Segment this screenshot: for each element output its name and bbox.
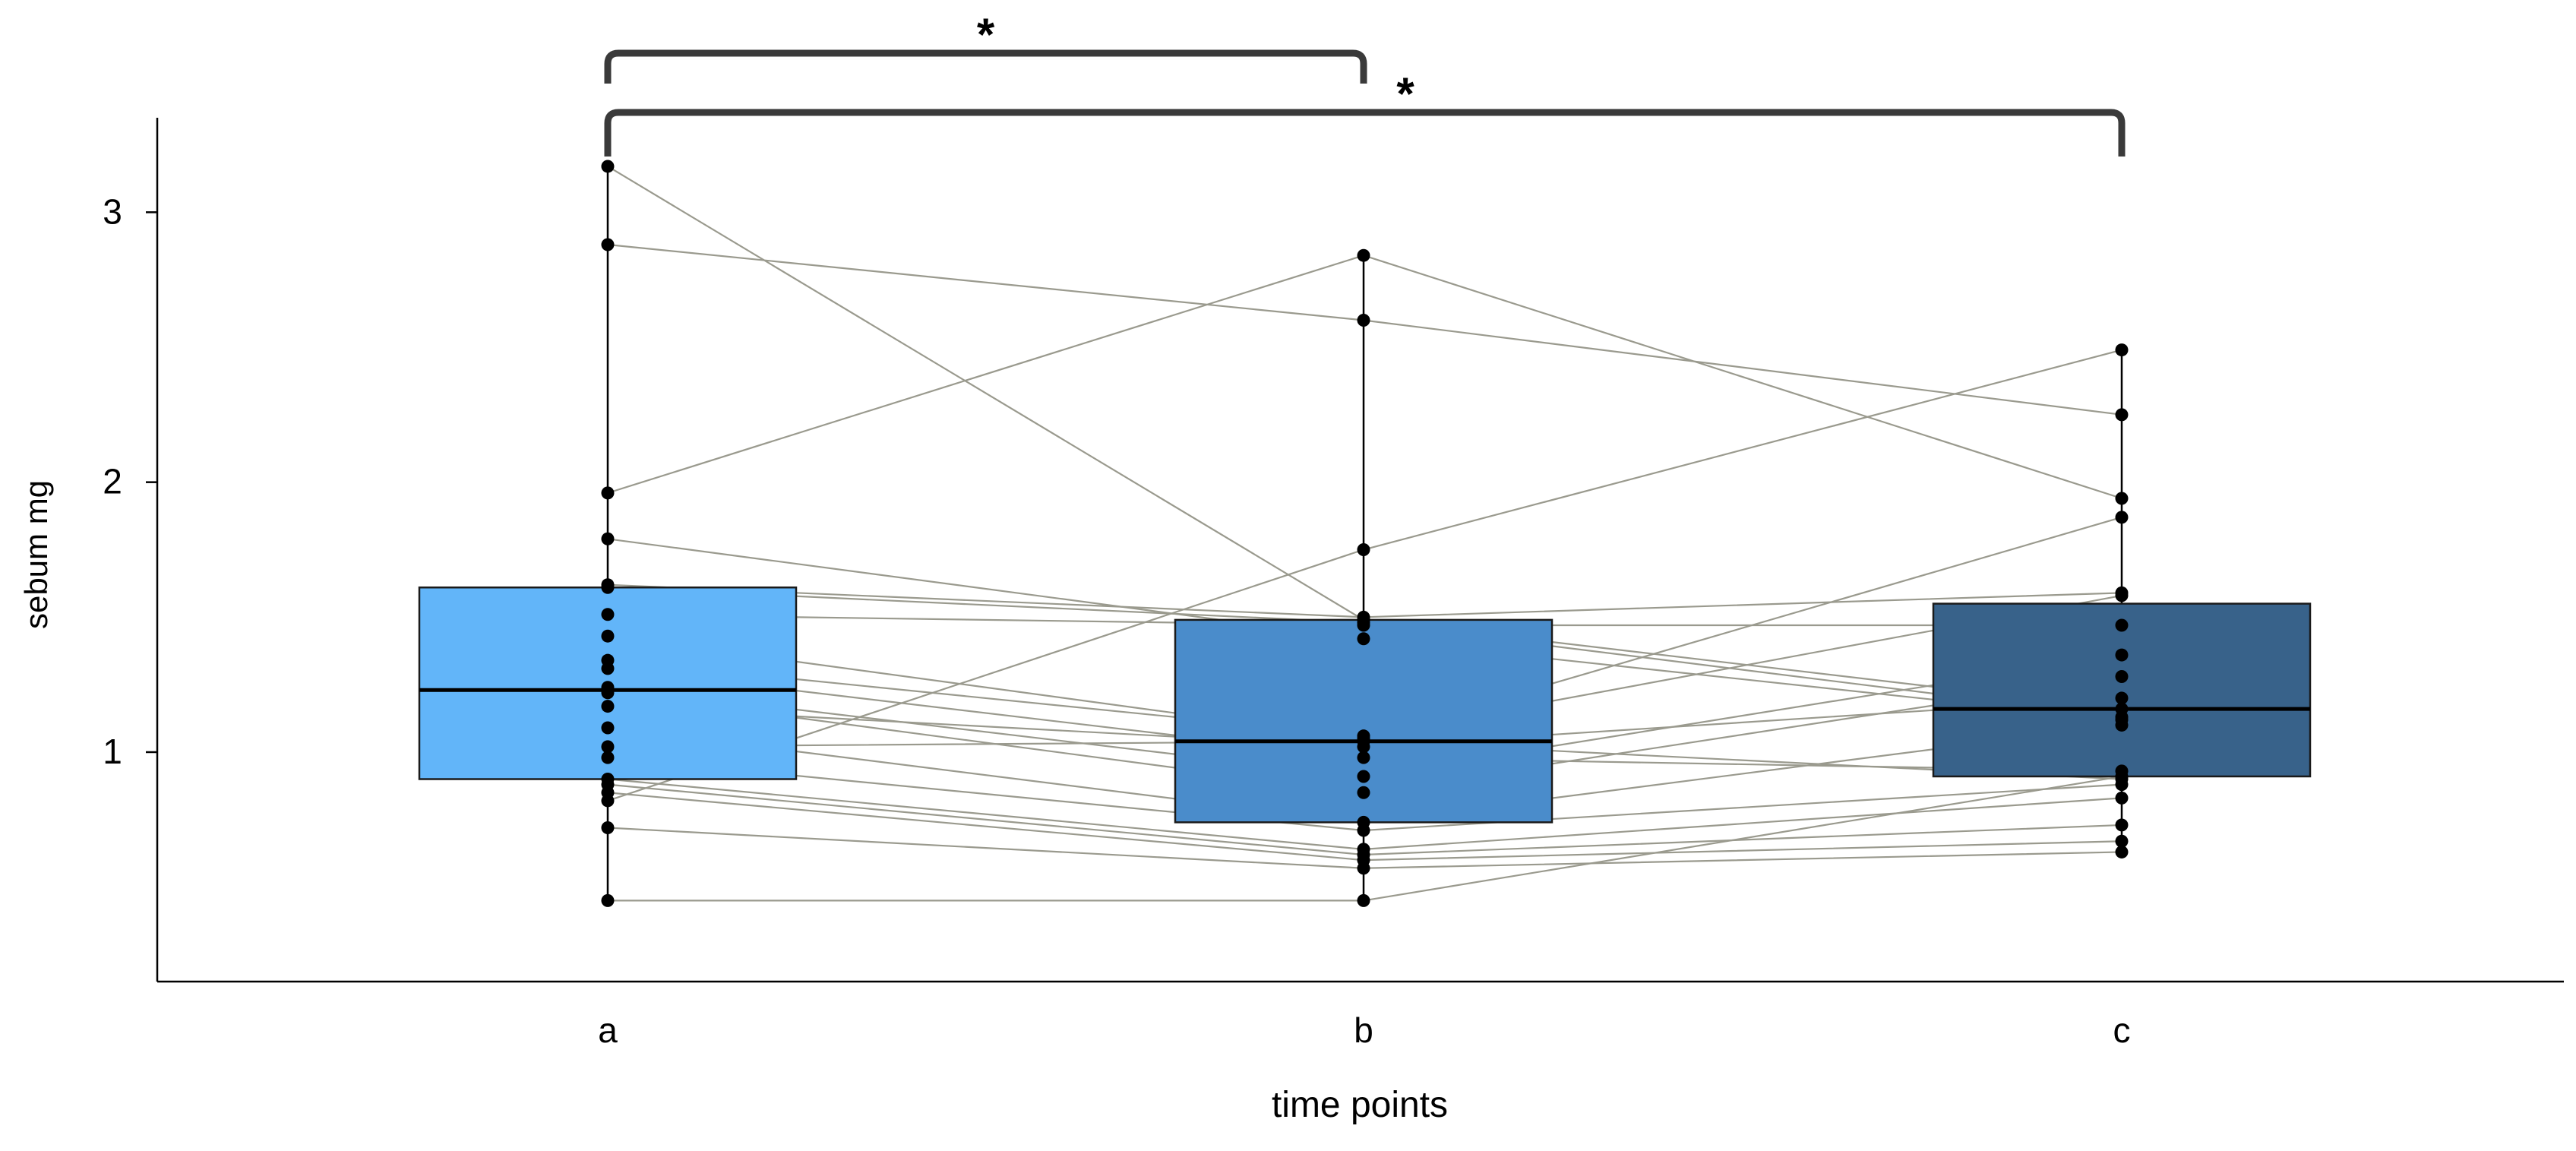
axes bbox=[156, 118, 2564, 983]
data-point bbox=[1357, 751, 1370, 764]
data-point bbox=[601, 893, 615, 907]
data-point bbox=[2115, 691, 2129, 705]
significance-bracket bbox=[604, 109, 2126, 157]
pair-line bbox=[607, 255, 2122, 500]
data-point bbox=[1357, 632, 1370, 646]
x-tick-label: c bbox=[2113, 1010, 2131, 1050]
data-point bbox=[2115, 791, 2129, 805]
data-point bbox=[601, 580, 615, 594]
data-point bbox=[601, 160, 615, 173]
data-point bbox=[1357, 543, 1370, 556]
data-point bbox=[601, 821, 615, 834]
data-point bbox=[1357, 862, 1370, 875]
data-points bbox=[601, 160, 2129, 907]
data-point bbox=[2115, 511, 2129, 524]
data-point bbox=[2115, 845, 2129, 859]
data-point bbox=[1357, 770, 1370, 783]
data-point bbox=[601, 608, 615, 621]
x-tick-label: a bbox=[598, 1010, 618, 1050]
y-tick-label: 2 bbox=[103, 462, 122, 501]
significance-bracket bbox=[604, 49, 1367, 84]
data-point bbox=[601, 532, 615, 545]
data-point bbox=[601, 721, 615, 735]
x-tick-label: b bbox=[1354, 1010, 1373, 1050]
data-point bbox=[2115, 818, 2129, 832]
data-point bbox=[601, 740, 615, 754]
data-point bbox=[2115, 648, 2129, 662]
data-point bbox=[2115, 834, 2129, 848]
data-point bbox=[601, 700, 615, 713]
x-axis-label: time points bbox=[1272, 1085, 1448, 1125]
pair-line bbox=[607, 243, 2122, 416]
data-point bbox=[2115, 669, 2129, 683]
data-point bbox=[601, 751, 615, 764]
data-point bbox=[2115, 770, 2129, 783]
data-point bbox=[2115, 718, 2129, 732]
data-point bbox=[2115, 589, 2129, 602]
y-tick-label: 3 bbox=[103, 191, 122, 231]
data-point bbox=[1357, 786, 1370, 799]
data-point bbox=[1357, 618, 1370, 632]
x-tick-labels: a b c bbox=[598, 1010, 2130, 1050]
significance-star: * bbox=[977, 9, 995, 60]
data-point bbox=[601, 238, 615, 251]
data-point bbox=[1357, 248, 1370, 262]
data-point bbox=[2115, 618, 2129, 632]
data-point bbox=[2115, 408, 2129, 422]
data-point bbox=[601, 486, 615, 500]
y-tick-labels: 1 2 3 bbox=[103, 191, 157, 771]
data-point bbox=[601, 629, 615, 643]
y-axis-label: sebum mg bbox=[18, 480, 54, 629]
data-point bbox=[601, 662, 615, 675]
data-point bbox=[1357, 313, 1370, 327]
data-point bbox=[2115, 343, 2129, 357]
y-tick-label: 1 bbox=[103, 732, 122, 771]
data-point bbox=[2115, 492, 2129, 505]
significance-star: * bbox=[1396, 68, 1414, 119]
data-point bbox=[1357, 824, 1370, 837]
significance-brackets: ** bbox=[604, 9, 2126, 157]
data-point bbox=[601, 786, 615, 799]
data-point bbox=[1357, 735, 1370, 748]
data-point bbox=[601, 686, 615, 700]
box-c bbox=[1932, 602, 2312, 778]
data-point bbox=[1357, 893, 1370, 907]
